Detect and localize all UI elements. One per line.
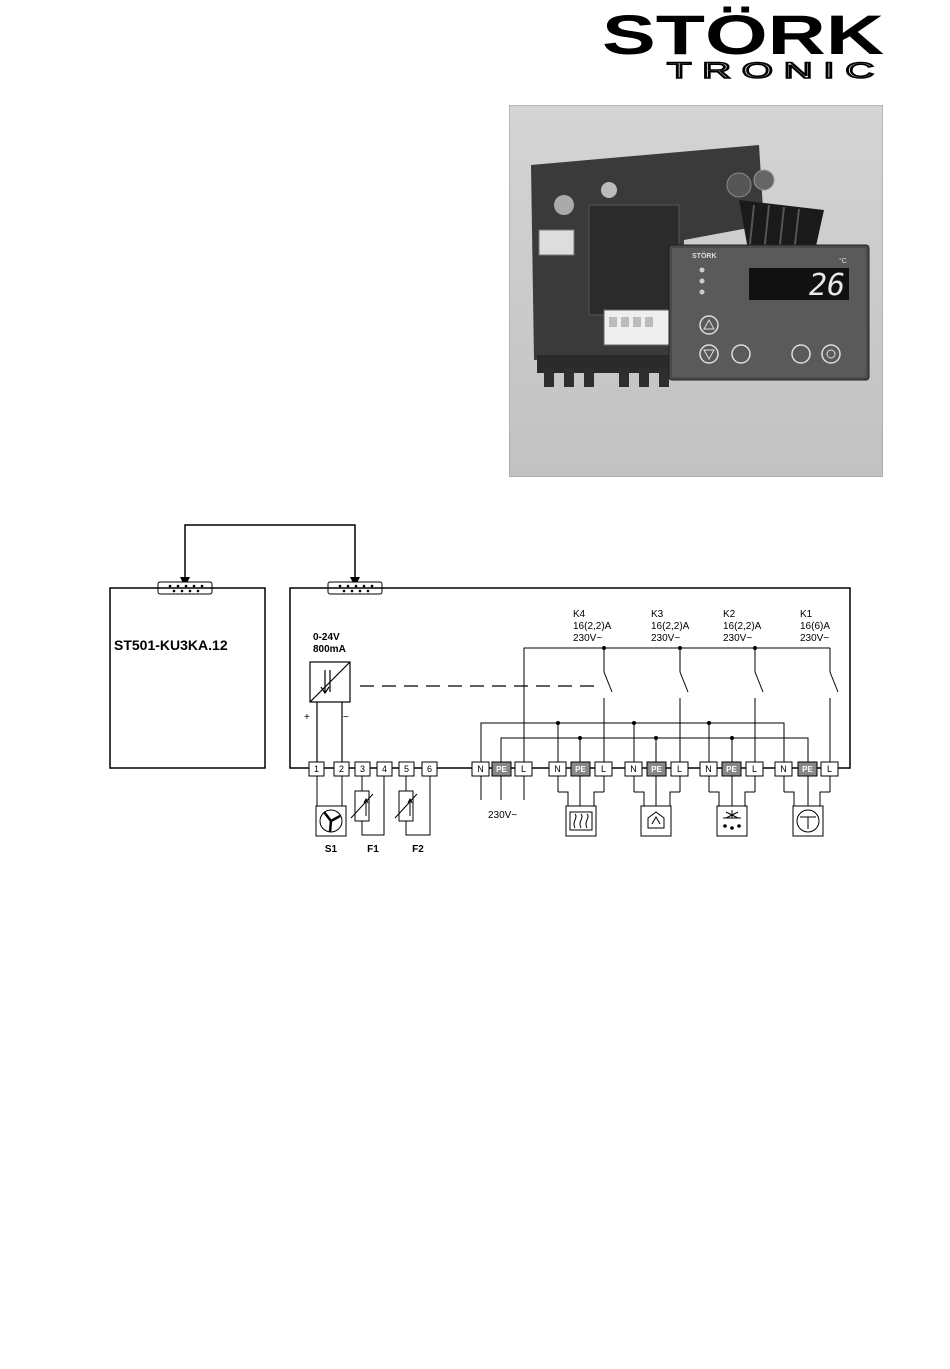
svg-text:PE: PE: [651, 765, 662, 774]
display-unit: °C: [839, 257, 847, 265]
remote-unit-box: [110, 588, 265, 768]
compressor-icon: [793, 806, 823, 836]
svg-text:16(2,2)A: 16(2,2)A: [723, 621, 762, 632]
svg-text:PE: PE: [496, 765, 507, 774]
svg-text:K3: K3: [651, 609, 664, 620]
svg-text:1: 1: [314, 764, 319, 774]
minus-sign: −: [343, 712, 349, 723]
plus-sign: +: [304, 712, 310, 723]
fan-icon: [316, 806, 346, 836]
svg-text:N: N: [630, 764, 637, 774]
svg-text:K1: K1: [800, 609, 813, 620]
subd-connector-remote: [158, 582, 212, 594]
label-f2: F2: [412, 844, 424, 855]
terminal-block-k1: N PE L: [775, 762, 838, 776]
stork-tronic-logo: STÖRK TRONIC: [0, 0, 950, 90]
logo-sub: TRONIC: [667, 58, 885, 83]
display-value: 26: [809, 268, 845, 303]
svg-text:N: N: [477, 764, 484, 774]
svg-text:L: L: [827, 764, 832, 774]
svg-text:L: L: [752, 764, 757, 774]
svg-text:2: 2: [339, 764, 344, 774]
svg-text:16(2,2)A: 16(2,2)A: [573, 621, 612, 632]
relay-k1-label: K1 16(6)A 230V~: [800, 609, 830, 644]
terminal-block-k4: N PE L: [549, 762, 612, 776]
label-f1: F1: [367, 844, 379, 855]
output-voltage: 0-24V: [313, 632, 340, 643]
output-current: 800mA: [313, 644, 346, 655]
terminal-block-supply: N PE L: [472, 762, 532, 776]
terminal-block-low: 1 2 3 4 5 6: [309, 762, 437, 776]
svg-text:230V~: 230V~: [723, 633, 752, 644]
panel-brand: STÖRK: [692, 251, 717, 260]
remote-unit-label: ST501-KU3KA.12: [114, 637, 228, 653]
label-s1: S1: [325, 844, 338, 855]
product-photo: STÖRK °C 26: [509, 105, 883, 477]
svg-text:L: L: [601, 764, 606, 774]
svg-text:K4: K4: [573, 609, 586, 620]
heater-icon: [566, 806, 596, 836]
terminal-block-k2: N PE L: [700, 762, 763, 776]
svg-text:L: L: [677, 764, 682, 774]
control-panel: STÖRK °C 26: [669, 245, 869, 380]
svg-text:L: L: [521, 764, 526, 774]
converter-symbol: [310, 662, 600, 768]
defrost-icon: [717, 806, 747, 836]
svg-text:16(2,2)A: 16(2,2)A: [651, 621, 690, 632]
svg-text:5: 5: [404, 764, 409, 774]
svg-text:PE: PE: [575, 765, 586, 774]
svg-text:230V~: 230V~: [800, 633, 829, 644]
svg-text:230V~: 230V~: [573, 633, 602, 644]
sensor-icon: [395, 791, 417, 821]
svg-text:N: N: [705, 764, 712, 774]
main-unit-box: [290, 588, 850, 768]
relay-k4-label: K4 16(2,2)A 230V~: [573, 609, 612, 644]
svg-text:N: N: [780, 764, 787, 774]
svg-text:230V~: 230V~: [651, 633, 680, 644]
svg-text:PE: PE: [802, 765, 813, 774]
svg-text:N: N: [554, 764, 561, 774]
alarm-icon: [641, 806, 671, 836]
supply-voltage-label: 230V~: [488, 810, 517, 821]
svg-text:16(6)A: 16(6)A: [800, 621, 830, 632]
terminal-block-k3: N PE L: [625, 762, 688, 776]
relay-k3-label: K3 16(2,2)A 230V~: [651, 609, 690, 644]
subd-connector-main: [328, 582, 382, 594]
relay-k2-label: K2 16(2,2)A 230V~: [723, 609, 762, 644]
svg-text:4: 4: [382, 764, 387, 774]
svg-text:PE: PE: [726, 765, 737, 774]
svg-text:3: 3: [360, 764, 365, 774]
svg-text:6: 6: [427, 764, 432, 774]
logo-main: STÖRK: [602, 3, 884, 66]
sensor-icon: [351, 791, 373, 821]
svg-text:K2: K2: [723, 609, 736, 620]
